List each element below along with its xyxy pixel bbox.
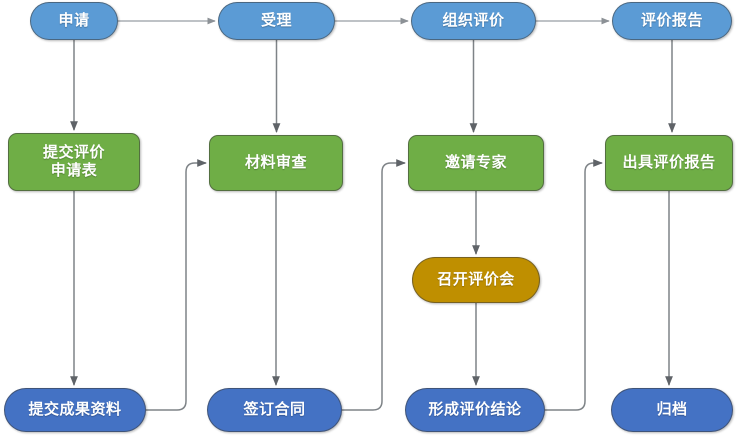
flow-node-label: 出具评价报告: [622, 154, 716, 172]
flow-node-label: 材料审查: [244, 154, 307, 172]
connector-n11-to-n7: [342, 159, 406, 411]
flow-node-label: 提交成果资料: [28, 401, 122, 419]
flow-node-label: 签订合同: [243, 401, 306, 419]
flow-node-n6[interactable]: 材料审查: [209, 135, 343, 191]
flow-node-label: 形成评价结论: [428, 401, 522, 419]
flow-node-n7[interactable]: 邀请专家: [408, 135, 544, 191]
flow-node-label: 受理: [260, 12, 292, 30]
flow-node-n10[interactable]: 提交成果资料: [4, 388, 146, 432]
flow-node-label: 组织评价: [442, 12, 505, 30]
flow-node-n9[interactable]: 召开评价会: [412, 257, 540, 303]
flow-node-label: 归档: [656, 401, 688, 419]
flow-node-label: 召开评价会: [437, 271, 515, 289]
flow-node-n8[interactable]: 出具评价报告: [605, 135, 733, 191]
flow-node-n13[interactable]: 归档: [611, 388, 733, 432]
flow-node-n1[interactable]: 申请: [30, 2, 118, 40]
connector-n10-to-n6: [146, 159, 207, 411]
flow-node-n4[interactable]: 评价报告: [612, 2, 732, 40]
flow-node-n5[interactable]: 提交评价 申请表: [8, 133, 140, 191]
flow-node-n2[interactable]: 受理: [218, 2, 335, 40]
flow-node-n11[interactable]: 签订合同: [207, 388, 342, 432]
connector-n12-to-n8: [545, 159, 603, 411]
flow-node-n3[interactable]: 组织评价: [411, 2, 536, 40]
flow-node-n12[interactable]: 形成评价结论: [405, 388, 545, 432]
flow-node-label: 评价报告: [640, 12, 703, 30]
flow-node-label: 申请: [58, 12, 90, 30]
flow-node-label: 邀请专家: [444, 154, 507, 172]
flow-node-label: 提交评价 申请表: [42, 144, 105, 179]
